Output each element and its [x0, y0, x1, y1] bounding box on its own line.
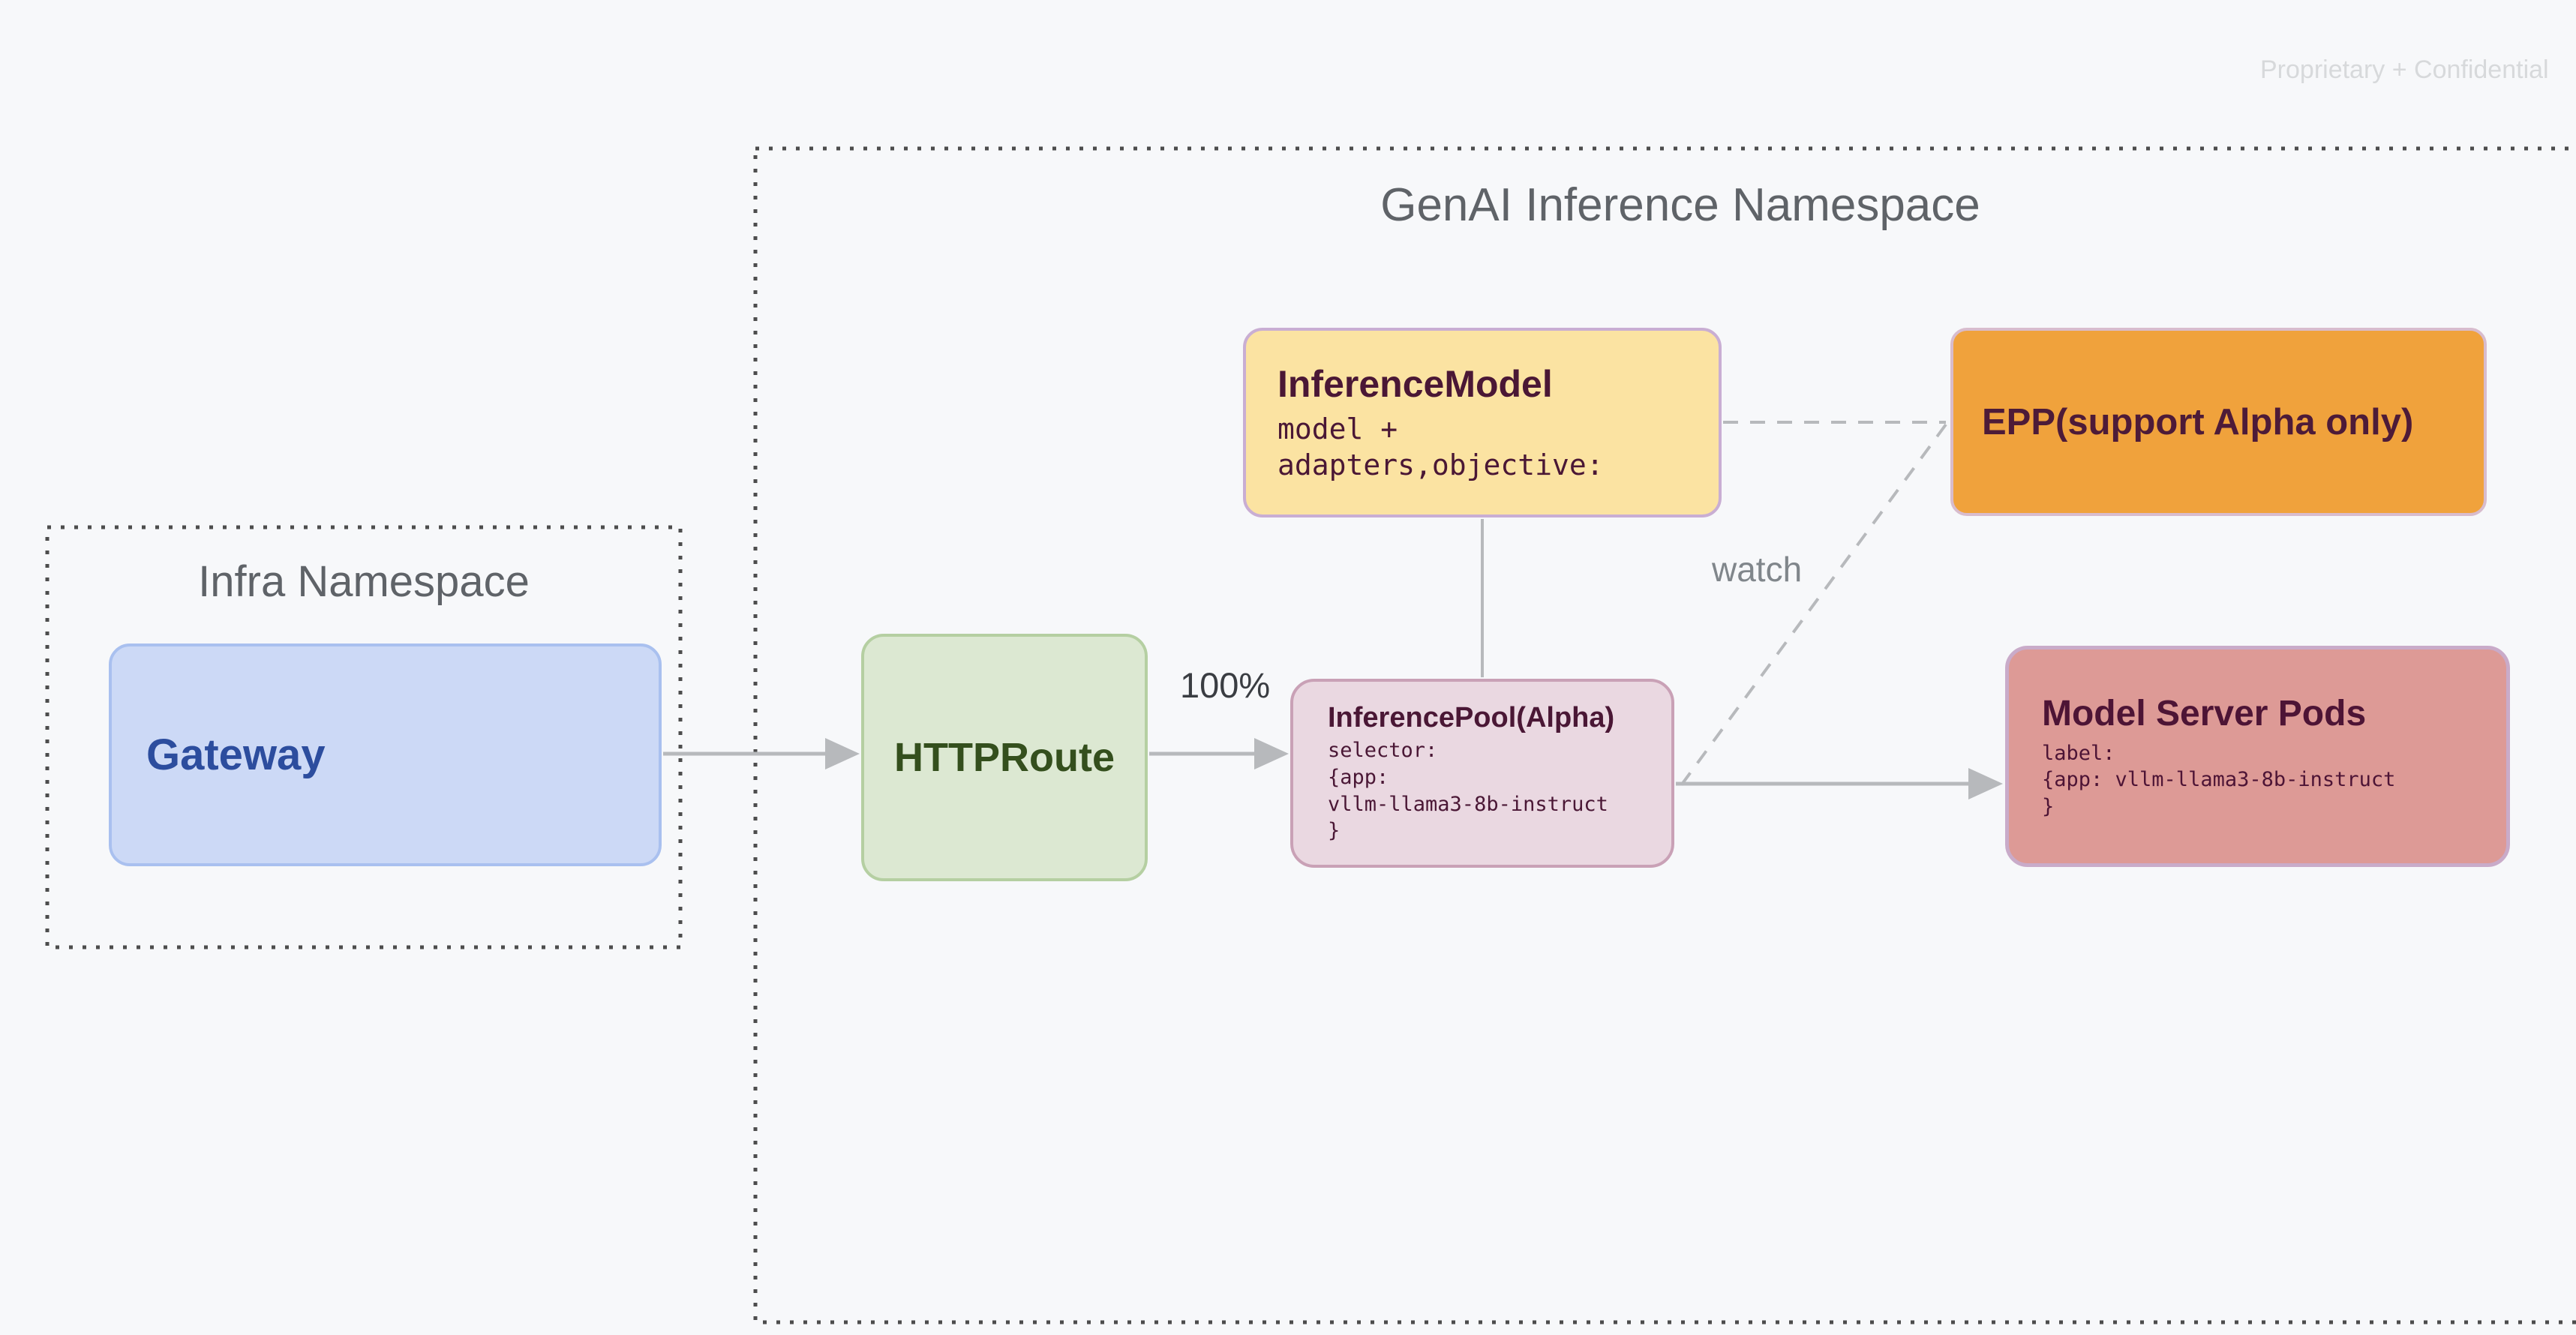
epp-title: EPP(support Alpha only) — [1982, 401, 2414, 442]
inference-pool-node: InferencePool(Alpha) selector: {app: vll… — [1290, 679, 1674, 868]
httproute-node: HTTPRoute — [861, 634, 1148, 881]
inference-model-title: InferenceModel — [1277, 363, 1553, 405]
spec-line: vllm-llama3-8b-instruct — [1328, 792, 1608, 816]
spec-line: selector: — [1328, 739, 1438, 763]
watch-label: watch — [1712, 550, 1803, 589]
route-weight-label: 100% — [1180, 665, 1271, 705]
spec-line: adapters,objective: — [1277, 448, 1604, 482]
arrowhead-gateway-to-httproute — [825, 738, 860, 770]
arrowhead-httproute-to-inferencepool — [1254, 738, 1289, 770]
inference-model-node: InferenceModel model + adapters,objectiv… — [1243, 328, 1722, 518]
google-logo-partial: Google — [2382, 1324, 2576, 1335]
inference-model-spec: model + adapters,objective: — [1277, 412, 1719, 483]
gateway-title: Gateway — [146, 730, 326, 779]
spec-line: } — [2042, 794, 2055, 818]
spec-line: } — [1328, 819, 1341, 843]
spec-line: {app: vllm-llama3-8b-instruct — [2042, 768, 2396, 792]
watermark: Proprietary + Confidential — [2260, 56, 2549, 84]
model-server-pods-title: Model Server Pods — [2042, 693, 2367, 734]
gateway-node: Gateway — [109, 644, 662, 866]
httproute-title: HTTPRoute — [894, 735, 1115, 780]
model-server-pods-spec: label: {app: vllm-llama3-8b-instruct } — [2042, 740, 2506, 820]
arrowhead-inferencepool-to-pods — [1968, 768, 2003, 800]
inference-pool-title: InferencePool(Alpha) — [1328, 702, 1615, 734]
spec-line: model + — [1277, 412, 1398, 446]
model-server-pods-node: Model Server Pods label: {app: vllm-llam… — [2005, 646, 2510, 867]
inference-pool-spec: selector: {app: vllm-llama3-8b-instruct … — [1328, 737, 1671, 844]
infra-namespace-title: Infra Namespace — [198, 557, 530, 606]
spec-line: {app: — [1328, 765, 1389, 789]
epp-node: EPP(support Alpha only) — [1950, 328, 2487, 516]
genai-namespace-title: GenAI Inference Namespace — [1380, 179, 1980, 231]
spec-line: label: — [2042, 741, 2115, 765]
